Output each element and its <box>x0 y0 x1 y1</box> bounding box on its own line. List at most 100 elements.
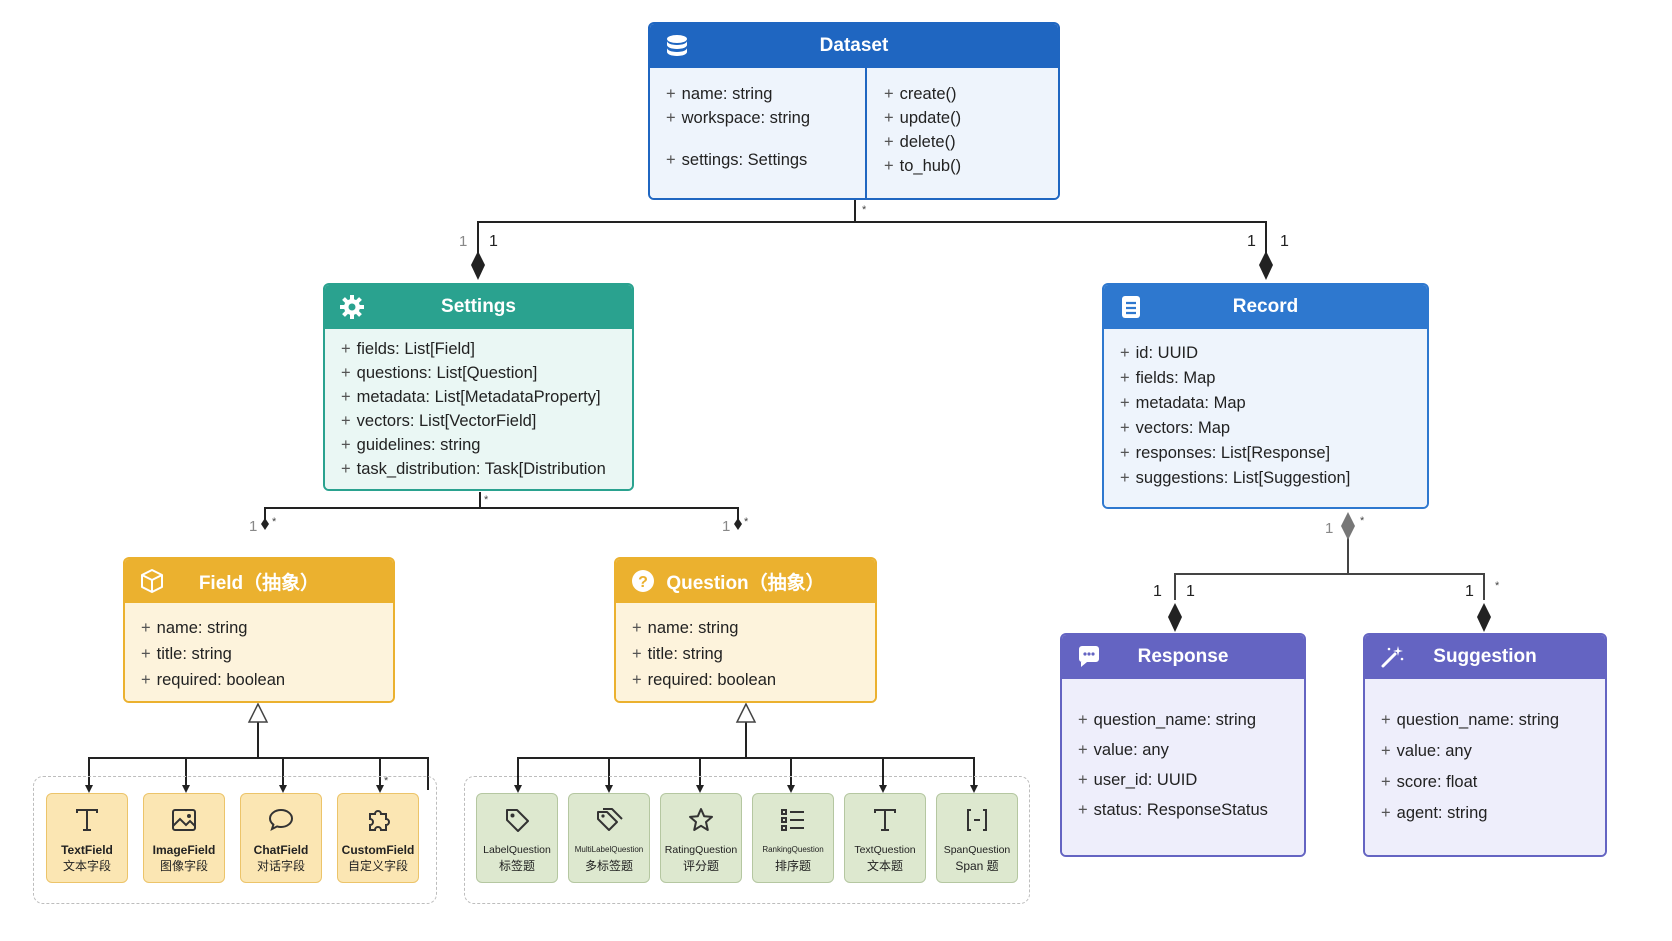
text-t-icon <box>874 809 896 831</box>
multiplicity-label: * <box>862 204 867 216</box>
record-diamond <box>1259 251 1273 280</box>
attribute: +title: string <box>141 645 232 663</box>
multiplicity-label: 1 <box>1325 520 1334 537</box>
multiplicity-label: * <box>384 775 389 787</box>
attribute: +required: boolean <box>141 671 286 689</box>
attribute: +value: any <box>1381 742 1472 760</box>
attribute: +name: string <box>141 619 248 637</box>
attribute: +workspace: string <box>666 109 811 127</box>
chat-bubble-icon <box>1079 646 1099 667</box>
attribute: +title: string <box>632 645 723 663</box>
attribute: +id: UUID <box>1120 344 1198 362</box>
attribute: +settings: Settings <box>666 151 808 169</box>
multiplicity-label: 1 <box>249 518 258 535</box>
record-header: Record <box>1104 285 1427 329</box>
dataset-record-line <box>855 221 1267 262</box>
multiplicity-label: * <box>1360 515 1365 527</box>
suggestion-diamond <box>1477 603 1491 632</box>
field-diamond <box>261 518 269 530</box>
method: +to_hub() <box>884 157 962 175</box>
brackets-icon <box>967 809 987 831</box>
multiplicity-label: * <box>272 516 277 528</box>
attribute: +questions: List[Question] <box>341 364 538 382</box>
response-class: Response +question_name: string +value: … <box>1060 633 1306 857</box>
puzzle-icon <box>369 810 390 831</box>
attribute: +vectors: List[VectorField] <box>341 412 537 430</box>
method: +delete() <box>884 133 956 151</box>
tags-icon <box>597 808 623 831</box>
svg-text:?: ? <box>638 574 648 591</box>
attribute: +agent: string <box>1381 804 1488 822</box>
attribute: +name: string <box>666 85 773 103</box>
dataset-class: Dataset +name: string +workspace: string… <box>648 22 1060 200</box>
magic-wand-icon <box>1381 646 1404 668</box>
field-subtypes-group <box>33 776 437 904</box>
multiplicity-label: 1 <box>1153 583 1162 600</box>
settings-class: Settings +fields: List[Field] +questions… <box>323 283 634 491</box>
class-title: Suggestion <box>1433 646 1537 667</box>
class-title: Response <box>1137 646 1229 667</box>
attribute: +vectors: Map <box>1120 419 1231 437</box>
dataset-header: Dataset <box>650 24 1058 68</box>
settings-diamond <box>471 251 485 280</box>
database-icon <box>667 35 687 56</box>
settings-question-line <box>480 507 739 522</box>
attribute: +task_distribution: Task[Distribution <box>341 460 606 478</box>
question-inheritance-lines <box>517 722 975 790</box>
star-icon <box>689 808 713 831</box>
multiplicity-label: 1 <box>1280 233 1289 250</box>
image-icon <box>172 809 196 831</box>
multiplicity-label: * <box>744 516 749 528</box>
attribute: +required: boolean <box>632 671 777 689</box>
cube-icon <box>141 569 163 593</box>
multiplicity-label: 1 <box>459 233 468 250</box>
field-header: Field（抽象） <box>125 559 393 603</box>
text-t-icon <box>76 809 98 831</box>
multiplicity-label: 1 <box>1247 233 1256 250</box>
multiplicity-label: * <box>484 494 489 506</box>
document-icon <box>1122 296 1140 318</box>
class-title: Dataset <box>819 35 889 56</box>
class-title: Field（抽象） <box>198 572 320 594</box>
attribute: +guidelines: string <box>341 436 481 454</box>
record-suggestion-line <box>1348 573 1485 600</box>
response-diamond <box>1168 603 1182 632</box>
attribute: +fields: Map <box>1120 369 1216 387</box>
record-parent-diamond <box>1341 512 1355 540</box>
attribute: +responses: List[Response] <box>1120 444 1331 462</box>
dataset-settings-line <box>477 200 856 262</box>
attribute: +name: string <box>632 619 739 637</box>
attribute: +metadata: List[MetadataProperty] <box>341 388 601 406</box>
field-inheritance-lines <box>88 722 429 790</box>
attribute: +question_name: string <box>1381 711 1559 729</box>
multiplicity-label: 1 <box>489 233 498 250</box>
attribute: +fields: List[Field] <box>341 340 475 358</box>
method: +create() <box>884 85 957 103</box>
chat-icon <box>268 808 294 831</box>
attribute: +metadata: Map <box>1120 394 1246 412</box>
attribute: +score: float <box>1381 773 1478 791</box>
multiplicity-label: 1 <box>1186 583 1195 600</box>
settings-header: Settings <box>325 285 632 329</box>
multiplicity-label: 1 <box>1465 583 1474 600</box>
class-title: Question（抽象） <box>666 572 825 594</box>
attribute: +suggestions: List[Suggestion] <box>1120 469 1351 487</box>
attribute: +status: ResponseStatus <box>1078 801 1268 819</box>
question-class: ? Question（抽象） +name: string +title: str… <box>614 557 877 703</box>
method: +update() <box>884 109 962 127</box>
class-title: Record <box>1232 296 1299 317</box>
multiplicity-label: 1 <box>722 518 731 535</box>
multiplicity-label: * <box>1495 580 1500 592</box>
gear-icon <box>340 295 364 319</box>
settings-field-line <box>264 492 481 522</box>
question-subtypes-group <box>464 776 1030 904</box>
